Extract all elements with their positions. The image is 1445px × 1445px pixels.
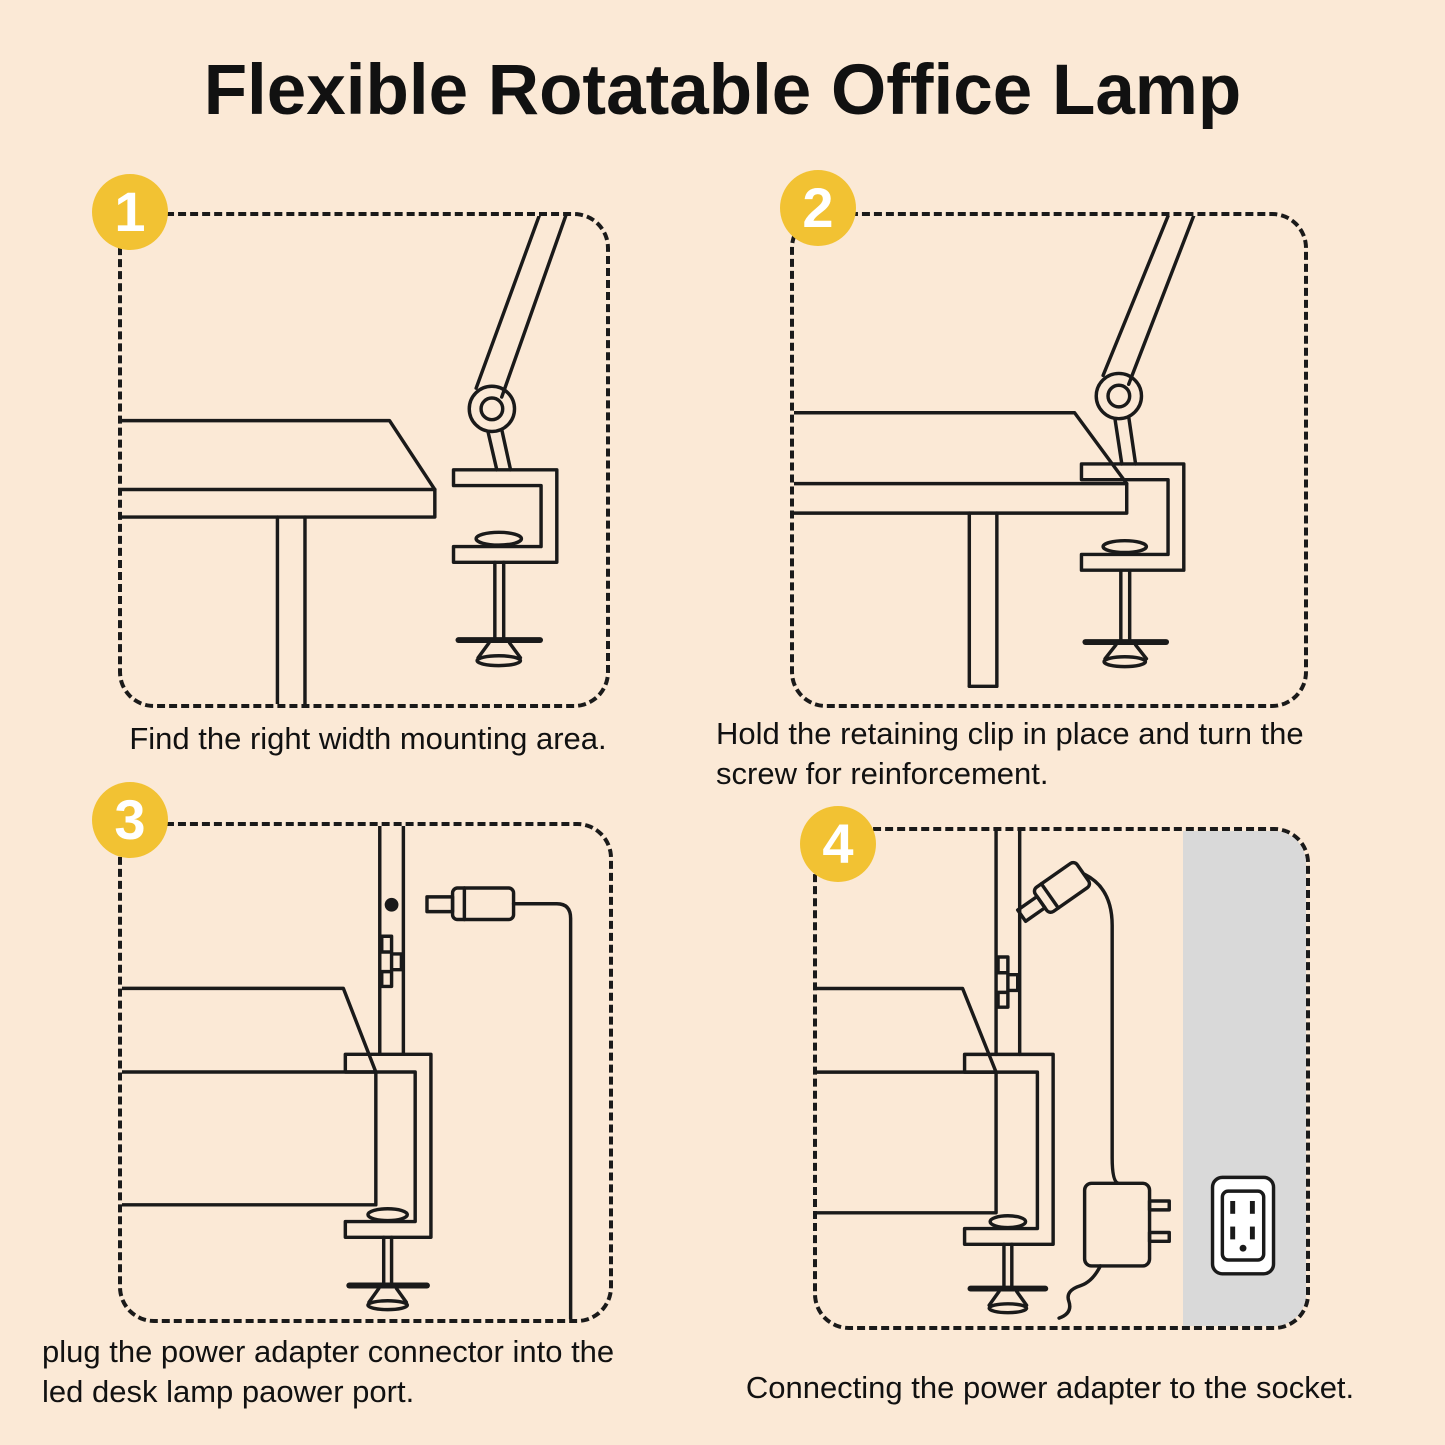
clamp	[962, 1052, 1055, 1315]
step-2-panel	[790, 212, 1308, 708]
step-2-badge: 2	[780, 170, 856, 246]
lamp-arm	[1094, 216, 1196, 466]
step-2-illustration	[794, 216, 1196, 689]
step-3-number: 3	[114, 788, 146, 851]
step-3-badge: 3	[92, 782, 168, 858]
dc-plug	[425, 886, 516, 922]
power-cable	[511, 902, 573, 1319]
step-1-badge: 1	[92, 174, 168, 250]
step-1-illustration	[122, 216, 568, 704]
lamp-pole	[378, 826, 406, 1057]
step-1-panel	[118, 212, 610, 708]
step-4-illustration	[817, 831, 1306, 1326]
clamp	[343, 1052, 433, 1312]
lamp-pole	[994, 831, 1022, 1057]
step-4-number: 4	[822, 812, 854, 875]
step-4-badge: 4	[800, 806, 876, 882]
power-adapter	[1057, 1181, 1171, 1320]
step-3-caption: plug the power adapter connector into th…	[42, 1334, 615, 1410]
lamp-arm	[467, 216, 568, 472]
step-2-number: 2	[802, 176, 834, 239]
step-2-caption: Hold the retaining clip in place and tur…	[716, 716, 1304, 792]
power-cable	[1082, 872, 1120, 1186]
page-title: Flexible Rotatable Office Lamp	[203, 51, 1242, 130]
step-4-caption: Connecting the power adapter to the sock…	[745, 1370, 1355, 1405]
clamp	[1079, 462, 1186, 669]
step-4-panel	[813, 827, 1310, 1330]
wall-outlet	[1210, 1175, 1276, 1276]
step-3-panel	[118, 822, 613, 1323]
step-1-caption: Find the right width mounting area.	[129, 721, 607, 756]
desk	[817, 986, 998, 1215]
desk	[122, 986, 378, 1207]
dc-plug-connected	[1015, 860, 1092, 924]
step-3-illustration	[122, 826, 573, 1319]
desk	[794, 411, 1129, 689]
power-port	[384, 897, 399, 912]
clamp	[451, 468, 559, 668]
desk	[122, 418, 437, 704]
step-1-number: 1	[114, 180, 146, 243]
